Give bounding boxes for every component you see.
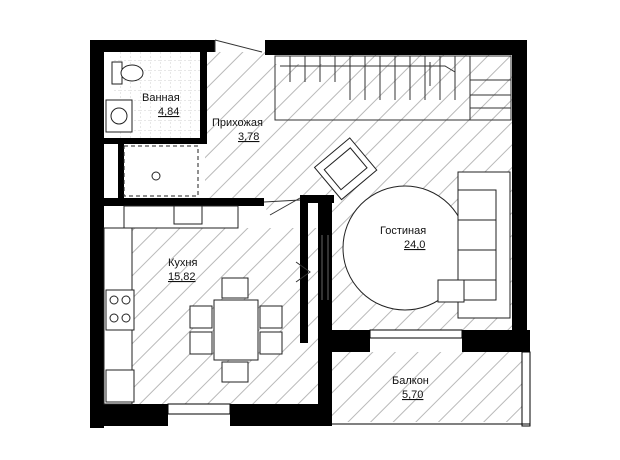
wall-bath-right bbox=[200, 52, 207, 142]
chair bbox=[221, 361, 249, 383]
stairs-steps bbox=[289, 56, 511, 120]
balcony-side bbox=[521, 351, 531, 427]
stairs-arrow bbox=[280, 62, 456, 86]
balcony-area: 5,70 bbox=[402, 389, 423, 401]
wall-top-right bbox=[265, 40, 527, 55]
wall-top-left bbox=[90, 40, 215, 52]
kitchen-name: Кухня bbox=[168, 257, 197, 269]
kitchen-window bbox=[167, 403, 231, 415]
chair bbox=[189, 331, 213, 355]
dining-set bbox=[189, 277, 283, 383]
hallway-name: Прихожая bbox=[212, 117, 263, 129]
armchair bbox=[313, 137, 378, 201]
doors bbox=[214, 39, 329, 300]
wall-left-outer bbox=[90, 40, 104, 428]
bathroom-area: 4,84 bbox=[158, 106, 179, 118]
balcony-window bbox=[369, 329, 463, 339]
kitchen-area: 15,82 bbox=[168, 271, 196, 283]
balcony-name: Балкон bbox=[392, 375, 429, 387]
balcony-floor bbox=[328, 352, 523, 422]
wall-kitchen-top bbox=[104, 198, 264, 206]
kitchen-sink bbox=[173, 205, 203, 225]
living-area: 24,0 bbox=[404, 239, 425, 251]
chair bbox=[221, 277, 249, 299]
burner-1 bbox=[109, 295, 119, 305]
living-furniture bbox=[313, 137, 511, 319]
wall-bottom-left bbox=[90, 404, 168, 426]
shower-tray bbox=[123, 145, 199, 197]
staircase bbox=[274, 55, 512, 121]
burner-3 bbox=[109, 313, 119, 323]
dining-table bbox=[213, 299, 259, 361]
bathroom-name: Ванная bbox=[142, 92, 180, 104]
wall-balcony-top-right bbox=[462, 330, 530, 352]
room-labels: Ванная 4,84 Прихожая 3,78 Гостиная 24,0 … bbox=[142, 92, 429, 401]
chair bbox=[259, 305, 283, 329]
chair bbox=[259, 331, 283, 355]
wall-right-outer bbox=[512, 40, 527, 350]
stove bbox=[105, 289, 135, 331]
living-name: Гостиная bbox=[380, 225, 426, 237]
kitchen-fixtures bbox=[103, 205, 239, 405]
sliding-door-marker bbox=[295, 261, 311, 283]
wall-kitchen-right bbox=[318, 340, 332, 426]
washbasin-bowl bbox=[110, 107, 128, 125]
wall-bath-bottom bbox=[104, 138, 207, 144]
burner-4 bbox=[121, 313, 131, 323]
chair bbox=[189, 305, 213, 329]
fridge bbox=[105, 369, 135, 403]
wall-partition-cap bbox=[300, 195, 334, 203]
stairs-outline bbox=[274, 55, 512, 121]
wall-partition-vertical bbox=[300, 198, 308, 343]
kitchen-door bbox=[263, 197, 301, 216]
windows bbox=[167, 329, 531, 427]
hallway-area: 3,78 bbox=[238, 131, 259, 143]
wall-partition-right bbox=[318, 200, 332, 340]
wall-bottom-mid bbox=[230, 404, 330, 426]
side-table bbox=[437, 279, 465, 303]
bathroom-fixtures bbox=[105, 61, 199, 197]
walls bbox=[90, 40, 530, 428]
wall-closet-left bbox=[118, 144, 124, 204]
armchair-seat bbox=[323, 147, 368, 191]
entry-door bbox=[214, 39, 263, 53]
shower-drain bbox=[151, 171, 161, 181]
burner-2 bbox=[121, 295, 131, 305]
toilet-bowl bbox=[120, 64, 144, 82]
